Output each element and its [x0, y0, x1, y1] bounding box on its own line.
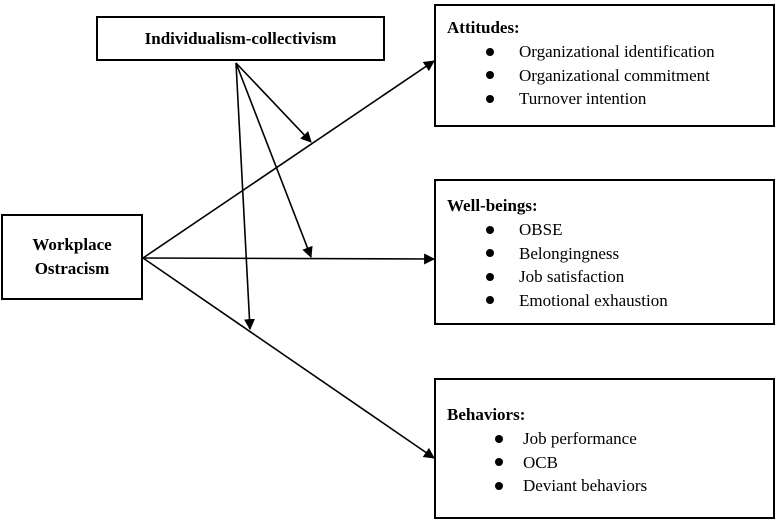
attitudes-box: Attitudes: Organizational identification… — [434, 4, 775, 127]
attitudes-heading: Attitudes: — [447, 18, 520, 37]
moderation-arrow-attitudes-path — [235, 62, 312, 143]
behaviors-box: Behaviors: Job performance OCB Deviant b… — [434, 378, 775, 519]
arrow-to-behaviors — [142, 257, 435, 459]
predictor-label-line1: Workplace — [32, 235, 112, 254]
bullet-icon — [486, 71, 494, 80]
attitudes-list: Organizational identification Organizati… — [447, 40, 773, 111]
behaviors-list: Job performance OCB Deviant behaviors — [447, 427, 773, 498]
arrow-to-well-beings — [142, 253, 436, 265]
list-item: Organizational identification — [486, 40, 773, 64]
bullet-icon — [495, 458, 503, 467]
list-item: Emotional exhaustion — [486, 289, 773, 313]
behaviors-heading: Behaviors: — [447, 405, 526, 424]
predictor-label-line2: Ostracism — [34, 259, 110, 278]
bullet-icon — [486, 249, 494, 258]
arrow-to-attitudes — [142, 60, 435, 259]
list-item: OCB — [495, 451, 773, 475]
moderation-arrow-well-beings-path — [235, 62, 313, 259]
moderator-label: Individualism-collectivism — [144, 28, 337, 48]
list-item: Job satisfaction — [486, 265, 773, 289]
list-item: Turnover intention — [486, 87, 773, 111]
list-item: Organizational commitment — [486, 64, 773, 88]
bullet-icon — [486, 94, 494, 103]
list-item: Belongingness — [486, 242, 773, 266]
bullet-icon — [495, 481, 503, 490]
bullet-icon — [486, 225, 494, 234]
moderation-arrow-behaviors-path — [235, 62, 255, 331]
bullet-icon — [486, 47, 494, 56]
well-beings-list: OBSE Belongingness Job satisfaction Emot… — [447, 218, 773, 312]
well-beings-box: Well-beings: OBSE Belongingness Job sati… — [434, 179, 775, 325]
moderator-box: Individualism-collectivism — [96, 16, 385, 61]
list-item: OBSE — [486, 218, 773, 242]
well-beings-heading: Well-beings: — [447, 196, 538, 215]
bullet-icon — [486, 296, 494, 305]
bullet-icon — [486, 272, 494, 281]
list-item: Deviant behaviors — [495, 474, 773, 498]
predictor-box: Workplace Ostracism — [1, 214, 143, 300]
list-item: Job performance — [495, 427, 773, 451]
bullet-icon — [495, 434, 503, 443]
